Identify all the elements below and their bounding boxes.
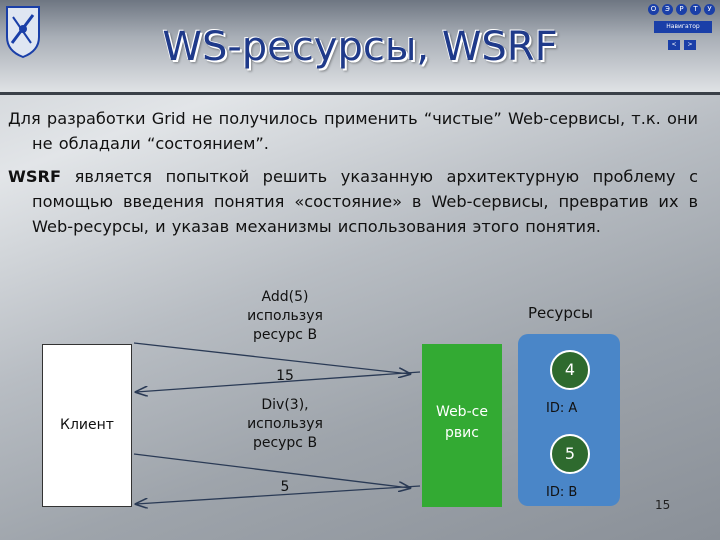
nav-bar-button[interactable]: Навигатор	[654, 21, 712, 33]
reply-div-label: 5	[280, 479, 290, 495]
web-service-label-line1: Web-се	[436, 404, 488, 420]
reply-add-label: 15	[276, 368, 294, 384]
message-div-line3: ресурс В	[252, 435, 318, 451]
logo-emblem-icon	[3, 3, 43, 59]
message-add-label: Add(5) используя ресурс В	[225, 288, 345, 345]
wsrf-term: WSRF	[8, 167, 62, 186]
paragraph-wsrf-text: является попыткой решить указанную архит…	[32, 167, 698, 236]
message-div-line1: Div(3),	[261, 397, 309, 413]
paragraph-wsrf: WSRF является попыткой решить указанную …	[8, 164, 698, 239]
resource-b-id: ID: B	[546, 485, 578, 500]
arrow-div-request	[133, 453, 410, 488]
header-divider	[0, 92, 720, 95]
message-add-line2: используя	[247, 308, 323, 324]
arrow-add-request	[133, 342, 410, 374]
nav-dot-u[interactable]: У	[704, 4, 715, 15]
nav-next-button[interactable]: >	[684, 40, 696, 50]
page-number: 15	[655, 498, 671, 512]
web-service-box: Web-се рвис	[422, 344, 502, 507]
message-add-line3: ресурс В	[252, 327, 318, 343]
slide-title: WS-ресурсы, WSRF	[162, 24, 558, 70]
message-div-label: Div(3), используя ресурс В	[225, 396, 345, 453]
header-band	[0, 0, 720, 92]
message-add-line1: Add(5)	[261, 289, 309, 305]
navigator-panel: О Э Р Т У Навигатор < >	[648, 4, 718, 50]
web-service-label: Web-се рвис	[422, 402, 502, 444]
message-div-line2: используя	[247, 416, 323, 432]
client-box: Клиент	[42, 344, 132, 507]
arrow-div-reply	[136, 485, 421, 504]
paragraph-grid: Для разработки Grid не получилось примен…	[8, 109, 698, 153]
resource-a-id: ID: A	[546, 401, 578, 416]
resources-title: Ресурсы	[528, 304, 594, 322]
nav-prev-button[interactable]: <	[668, 40, 680, 50]
nav-dot-e[interactable]: Э	[662, 4, 673, 15]
client-label: Клиент	[60, 417, 114, 433]
nav-dot-o[interactable]: О	[648, 4, 659, 15]
resource-b-value: 5	[550, 434, 590, 474]
arrow-add-reply	[136, 371, 421, 392]
web-service-label-line2: рвис	[445, 425, 479, 441]
nav-dot-r[interactable]: Р	[676, 4, 687, 15]
nav-dot-t[interactable]: Т	[690, 4, 701, 15]
resource-a-value: 4	[550, 350, 590, 390]
